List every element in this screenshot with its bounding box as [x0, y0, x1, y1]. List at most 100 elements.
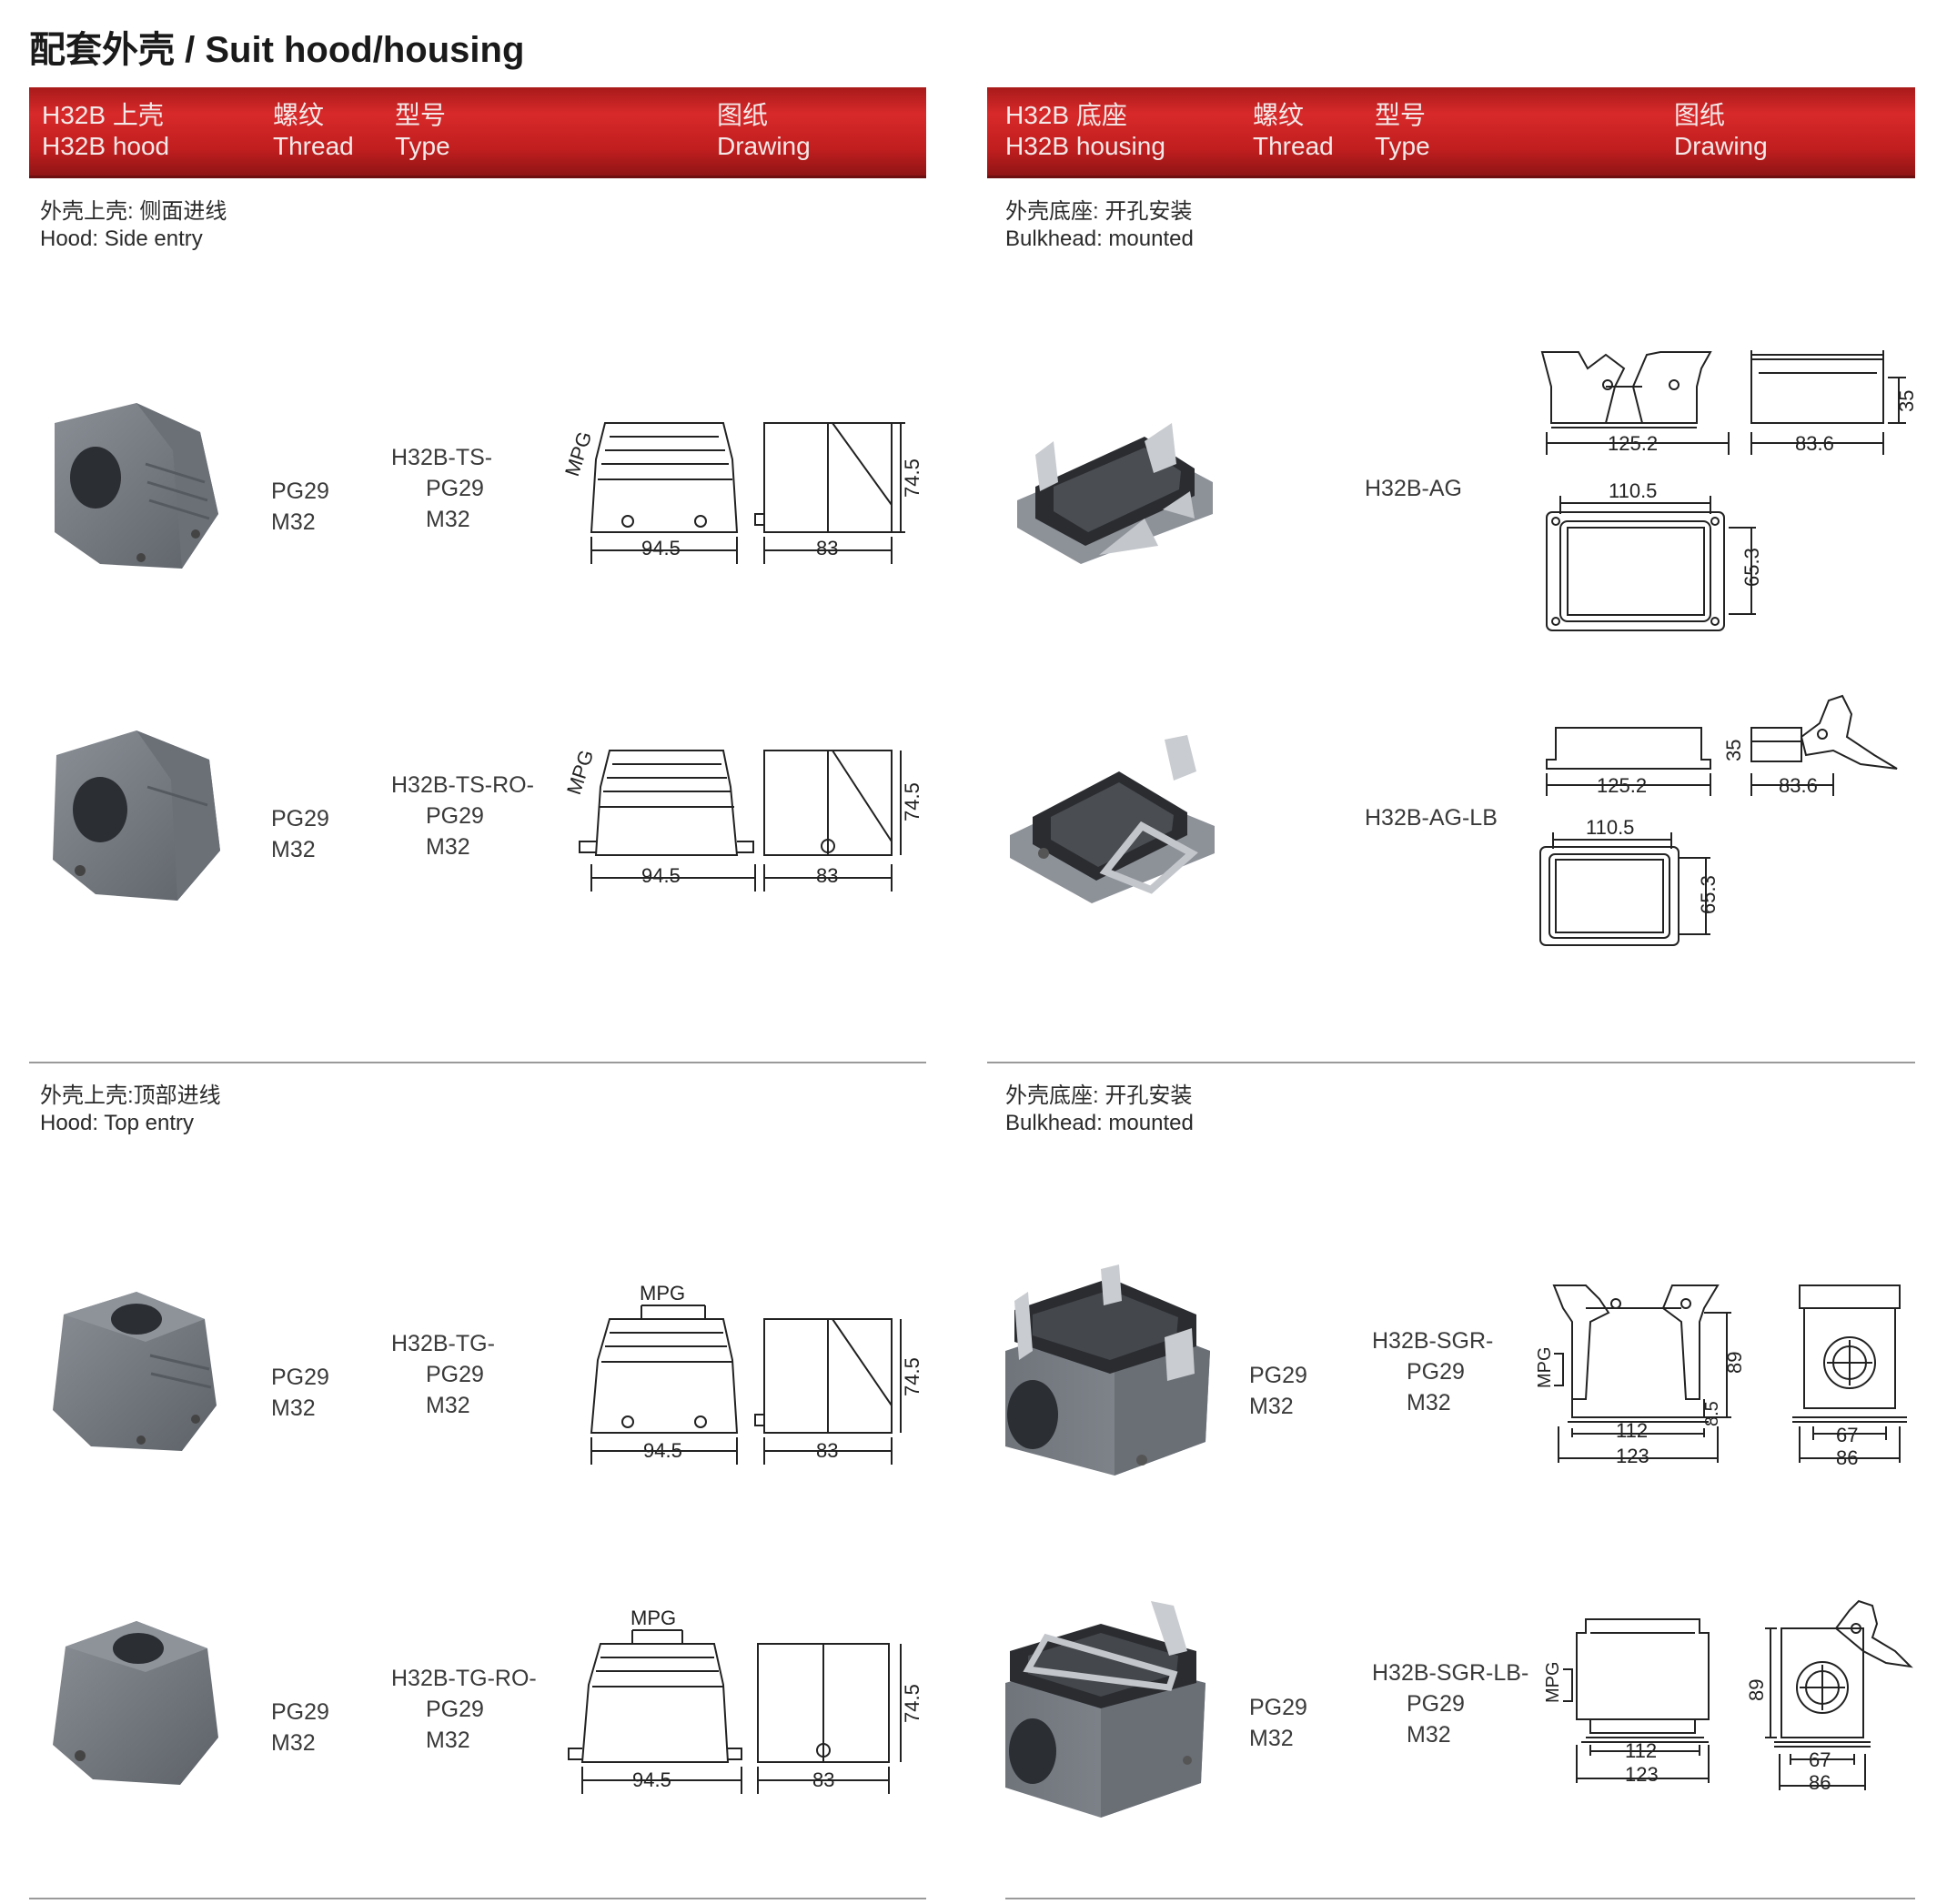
surface-housing-sgr-drawing: MPG 89 8.5 112 123 67 86: [1535, 1284, 1907, 1469]
header-type-en: Type: [395, 132, 450, 160]
header-thread-en: Thread: [273, 132, 354, 160]
hood-side-entry-ro-photo: [53, 730, 220, 901]
type-thread: M32: [426, 834, 470, 860]
header-drawing-en: Drawing: [1674, 132, 1768, 160]
dim-label: 74.5: [901, 1357, 923, 1396]
section-label-hood-top: 外壳上壳:顶部进线 Hood: Top entry: [40, 1083, 221, 1135]
dim-label: 74.5: [901, 782, 923, 821]
dim-label: 89: [1723, 1352, 1746, 1374]
dim-label: 83: [816, 537, 838, 559]
header-thread-cn: 螺纹: [273, 101, 325, 129]
dim-label: 67: [1809, 1748, 1831, 1771]
dim-label: 83.6: [1779, 774, 1818, 797]
dim-label: MPG: [630, 1607, 676, 1629]
surface-housing-sgr-lb-photo: [1005, 1601, 1205, 1818]
dim-label: 112: [1616, 1419, 1648, 1442]
hood-top-entry-ro-photo: [53, 1621, 218, 1785]
hood-side-entry-ro-drawing: 94.5 MPG 83 74.5: [562, 747, 923, 892]
hood-top-entry-ro-drawing: MPG 94.5 83 74.5: [568, 1607, 923, 1794]
right-table-header: H32B 底座 H32B housing 螺纹 Thread 型号 Type 图…: [987, 87, 1915, 178]
type-block: H32B-SGR- PG29 M32: [1372, 1325, 1493, 1418]
dim-label: 65.3: [1740, 548, 1763, 587]
dim-label: MPG: [1535, 1346, 1555, 1388]
thread-list: PG29 M32: [271, 806, 329, 862]
type-thread: M32: [426, 1728, 470, 1753]
header-product-cn: H32B 上壳: [42, 101, 164, 129]
surface-housing-sgr-lb-drawing: MPG 112 123 89 67 86: [1543, 1599, 1913, 1794]
dim-label: 83: [816, 1439, 838, 1462]
header-type-cn: 型号: [395, 101, 447, 129]
dim-label: 86: [1836, 1446, 1858, 1469]
header-drawing-en: Drawing: [717, 132, 811, 160]
header-product-en: H32B hood: [42, 132, 170, 160]
type-code: H32B-TS-: [391, 445, 493, 470]
surface-housing-sgr-photo: [1005, 1264, 1210, 1476]
dim-label: 74.5: [901, 458, 923, 498]
type-thread: PG29: [1407, 1691, 1465, 1717]
dim-label: 35: [1895, 390, 1918, 412]
section-label-hood-side: 外壳上壳: 侧面进线 Hood: Side entry: [40, 199, 227, 251]
dim-label: 83: [812, 1768, 834, 1791]
hood-top-entry-photo: [53, 1292, 217, 1451]
dim-label: 83: [816, 864, 838, 887]
dim-label: 94.5: [643, 1439, 682, 1462]
type-code: H32B-SGR-: [1372, 1328, 1494, 1354]
type-code: H32B-TS-RO-: [391, 772, 534, 798]
bulkhead-housing-ag-drawing: 125.2 83.6 35 110.5 65.3: [1540, 350, 1918, 631]
header-drawing-cn: 图纸: [717, 101, 769, 129]
type-thread: PG29: [1407, 1359, 1465, 1385]
type-code: H32B-AG: [1365, 476, 1462, 501]
dim-label: 110.5: [1609, 479, 1657, 502]
divider: [1005, 1898, 1915, 1899]
hood-side-entry-photo: [55, 403, 218, 569]
thread-list: PG29 M32: [1249, 1363, 1307, 1419]
type-code: H32B-SGR-LB-: [1372, 1660, 1529, 1686]
type-block: H32B-TS-RO- PG29 M32: [391, 770, 534, 862]
type-code: H32B-TG-: [391, 1331, 495, 1356]
dim-label: 8.5: [1702, 1401, 1722, 1426]
dim-label: MPG: [1543, 1661, 1563, 1703]
thread-list: PG29 M32: [271, 1365, 329, 1421]
dim-label: 67: [1836, 1424, 1858, 1446]
bulkhead-housing-ag-photo: [1017, 423, 1213, 564]
type-thread: M32: [426, 507, 470, 532]
type-block: H32B-SGR-LB- PG29 M32: [1372, 1657, 1528, 1750]
header-type-en: Type: [1375, 132, 1430, 160]
type-code: H32B-TG-RO-: [391, 1666, 537, 1691]
page-title: 配套外壳 / Suit hood/housing: [29, 30, 525, 70]
type-thread: M32: [426, 1393, 470, 1418]
dim-label: 110.5: [1586, 816, 1634, 839]
dim-label: MPG: [562, 747, 598, 797]
type-code: H32B-AG-LB: [1365, 805, 1498, 831]
dim-label: 123: [1625, 1763, 1659, 1786]
thread-list: PG29 M32: [1249, 1695, 1307, 1751]
section-label-bulkhead: 外壳底座: 开孔安装 Bulkhead: mounted: [1005, 199, 1194, 251]
thread-list: PG29 M32: [271, 479, 329, 535]
type-block: H32B-TG- PG29 M32: [391, 1328, 495, 1421]
dim-label: 112: [1625, 1739, 1657, 1762]
thread-list: PG29 M32: [271, 1699, 329, 1756]
dim-label: 125.2: [1608, 432, 1658, 455]
type-thread: PG29: [426, 1362, 484, 1387]
hood-side-entry-drawing: 94.5 MPG 83 74.5: [560, 422, 923, 564]
dim-label: 35: [1722, 740, 1745, 761]
dim-label: 125.2: [1597, 774, 1647, 797]
dim-label: 123: [1616, 1445, 1649, 1467]
header-type-cn: 型号: [1375, 101, 1427, 129]
dim-label: MPG: [640, 1282, 685, 1305]
left-table-header: H32B 上壳 H32B hood 螺纹 Thread 型号 Type 图纸 D…: [29, 87, 926, 178]
header-thread-en: Thread: [1253, 132, 1334, 160]
header-product-cn: H32B 底座: [1005, 101, 1127, 129]
type-block: H32B-TS- PG29 M32: [391, 442, 492, 535]
dim-label: 94.5: [641, 537, 681, 559]
header-thread-cn: 螺纹: [1253, 101, 1305, 129]
dim-label: 65.3: [1697, 875, 1720, 914]
type-thread: M32: [1407, 1722, 1451, 1748]
type-block: H32B-TG-RO- PG29 M32: [391, 1663, 537, 1756]
type-thread: PG29: [426, 1697, 484, 1722]
header-drawing-cn: 图纸: [1674, 101, 1726, 129]
divider: [29, 1898, 926, 1899]
type-thread: PG29: [426, 476, 484, 501]
dim-label: MPG: [560, 428, 596, 479]
dim-label: 74.5: [901, 1684, 923, 1723]
